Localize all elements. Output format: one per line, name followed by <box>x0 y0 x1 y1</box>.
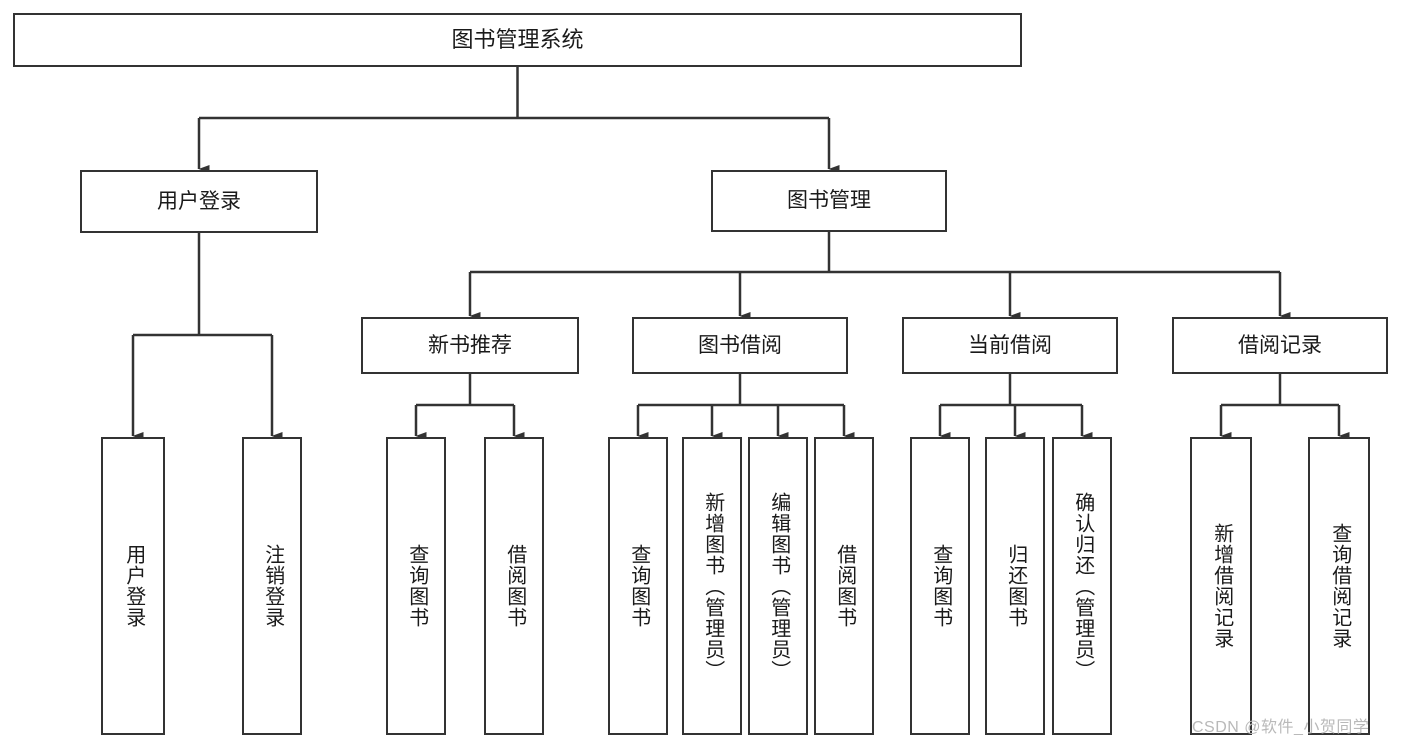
node-borrow[interactable]: 图书借阅 <box>632 317 848 374</box>
watermark-text: CSDN @软件_小贺同学 <box>1192 719 1370 736</box>
node-label-l_login: 用户登录 <box>122 544 145 628</box>
node-l_qrec[interactable]: 查询借阅记录 <box>1308 437 1370 735</box>
node-l_q2[interactable]: 查询图书 <box>608 437 668 735</box>
node-label-newbook: 新书推荐 <box>428 333 512 357</box>
node-newbook[interactable]: 新书推荐 <box>361 317 579 374</box>
node-label-l_q1: 查询图书 <box>405 544 428 628</box>
node-label-l_q2: 查询图书 <box>627 544 650 628</box>
node-root[interactable]: 图书管理系统 <box>13 13 1022 67</box>
node-label-root: 图书管理系统 <box>451 26 584 52</box>
node-l_login[interactable]: 用户登录 <box>101 437 165 735</box>
node-label-login: 用户登录 <box>157 189 241 213</box>
node-label-l_add: 新增图书（管理员） <box>701 491 724 681</box>
node-label-l_conf: 确认归还（管理员） <box>1071 491 1094 681</box>
node-label-l_addrec: 新增借阅记录 <box>1210 523 1233 649</box>
node-l_addrec[interactable]: 新增借阅记录 <box>1190 437 1252 735</box>
node-l_logout[interactable]: 注销登录 <box>242 437 302 735</box>
node-records[interactable]: 借阅记录 <box>1172 317 1388 374</box>
node-label-l_edit: 编辑图书（管理员） <box>767 491 790 681</box>
node-l_edit[interactable]: 编辑图书（管理员） <box>748 437 808 735</box>
node-l_b2[interactable]: 借阅图书 <box>814 437 874 735</box>
node-label-l_qrec: 查询借阅记录 <box>1328 523 1351 649</box>
node-l_q3[interactable]: 查询图书 <box>910 437 970 735</box>
node-label-l_ret: 归还图书 <box>1004 544 1027 628</box>
node-label-l_b1: 借阅图书 <box>503 544 526 628</box>
node-l_q1[interactable]: 查询图书 <box>386 437 446 735</box>
node-label-l_logout: 注销登录 <box>261 544 284 628</box>
node-current[interactable]: 当前借阅 <box>902 317 1118 374</box>
node-label-bookmgmt: 图书管理 <box>787 189 871 213</box>
node-label-l_q3: 查询图书 <box>929 544 952 628</box>
node-label-borrow: 图书借阅 <box>698 333 782 357</box>
node-label-records: 借阅记录 <box>1238 333 1322 357</box>
node-label-l_b2: 借阅图书 <box>833 544 856 628</box>
node-bookmgmt[interactable]: 图书管理 <box>711 170 947 232</box>
node-l_b1[interactable]: 借阅图书 <box>484 437 544 735</box>
node-l_conf[interactable]: 确认归还（管理员） <box>1052 437 1112 735</box>
node-l_add[interactable]: 新增图书（管理员） <box>682 437 742 735</box>
node-login[interactable]: 用户登录 <box>80 170 318 233</box>
edge-group <box>131 67 1350 440</box>
node-l_ret[interactable]: 归还图书 <box>985 437 1045 735</box>
node-label-current: 当前借阅 <box>968 333 1052 357</box>
